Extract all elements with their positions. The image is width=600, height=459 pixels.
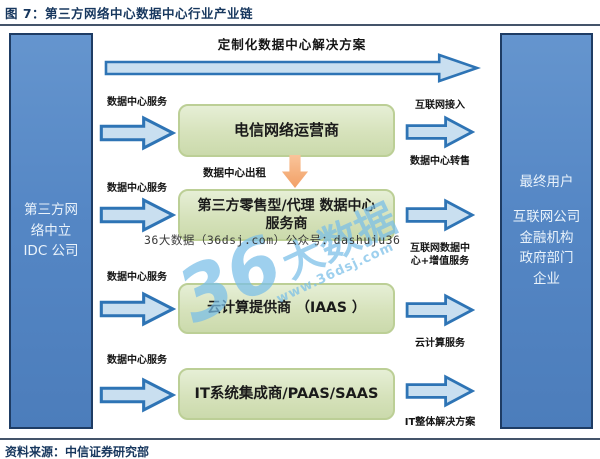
left-entity-box: 第三方网 络中立 IDC 公司: [9, 33, 93, 429]
title-divider: [0, 24, 600, 26]
top-flow-label: 定制化数据中心解决方案: [217, 37, 367, 52]
right-entity-box: 最终用户 互联网公司 金融机构 政府部门 企业: [500, 33, 593, 429]
down-flow-arrow-icon: [281, 154, 309, 189]
right-flow-label-internet-access: 互联网接入: [415, 100, 465, 111]
right-flow-arrow-icon: [405, 293, 475, 327]
right-flow-arrow-icon: [405, 374, 475, 408]
left-entity-line: IDC 公司: [23, 243, 79, 260]
top-flow-arrow-icon: [104, 53, 481, 83]
provider-box-retail-agent: 第三方零售型/代理 数据中心服务商: [178, 189, 395, 241]
provider-box-telecom: 电信网络运营商: [178, 104, 395, 157]
provider-box-cloud-iaas: 云计算提供商 （IAAS ）: [178, 283, 395, 334]
figure-title: 图 7：第三方网络中心数据中心行业产业链: [5, 6, 254, 21]
right-entity-line: 互联网公司: [512, 208, 581, 225]
right-flow-arrow-icon: [405, 115, 475, 149]
left-flow-label-4: 数据中心服务: [107, 355, 167, 366]
right-flow-label-it-solution: IT整体解决方案: [404, 417, 476, 428]
right-flow-label-dc-resale: 数据中心转售: [410, 156, 470, 167]
inner-flow-label-dc-lease: 数据中心出租: [203, 167, 266, 179]
watermark-text: 36大数据（36dsj.com）公众号：dashuju36: [144, 233, 401, 247]
right-flow-label-cloud-service: 云计算服务: [415, 338, 465, 349]
left-flow-arrow-icon: [99, 377, 176, 413]
left-flow-arrow-icon: [99, 291, 176, 327]
provider-box-it-integrator: IT系统集成商/PAAS/SAAS: [178, 368, 395, 420]
right-entity-line: 金融机构: [519, 229, 574, 246]
right-entity-title: 最终用户: [519, 173, 574, 190]
right-flow-label-idc-value-added: 互联网数据中心+增值服务: [410, 243, 470, 267]
footer-divider: [0, 438, 600, 440]
left-flow-arrow-icon: [99, 115, 176, 151]
source-note: 资料来源：中信证券研究部: [5, 445, 150, 459]
left-flow-label-2: 数据中心服务: [107, 183, 167, 194]
left-flow-label-3: 数据中心服务: [107, 272, 167, 283]
left-entity-line: 络中立: [30, 222, 72, 239]
left-flow-arrow-icon: [99, 197, 176, 233]
right-entity-line: 企业: [533, 271, 560, 288]
left-entity-line: 第三方网: [24, 201, 78, 218]
right-flow-arrow-icon: [405, 198, 475, 232]
left-flow-label-1: 数据中心服务: [107, 97, 167, 108]
right-entity-line: 政府部门: [519, 250, 574, 267]
